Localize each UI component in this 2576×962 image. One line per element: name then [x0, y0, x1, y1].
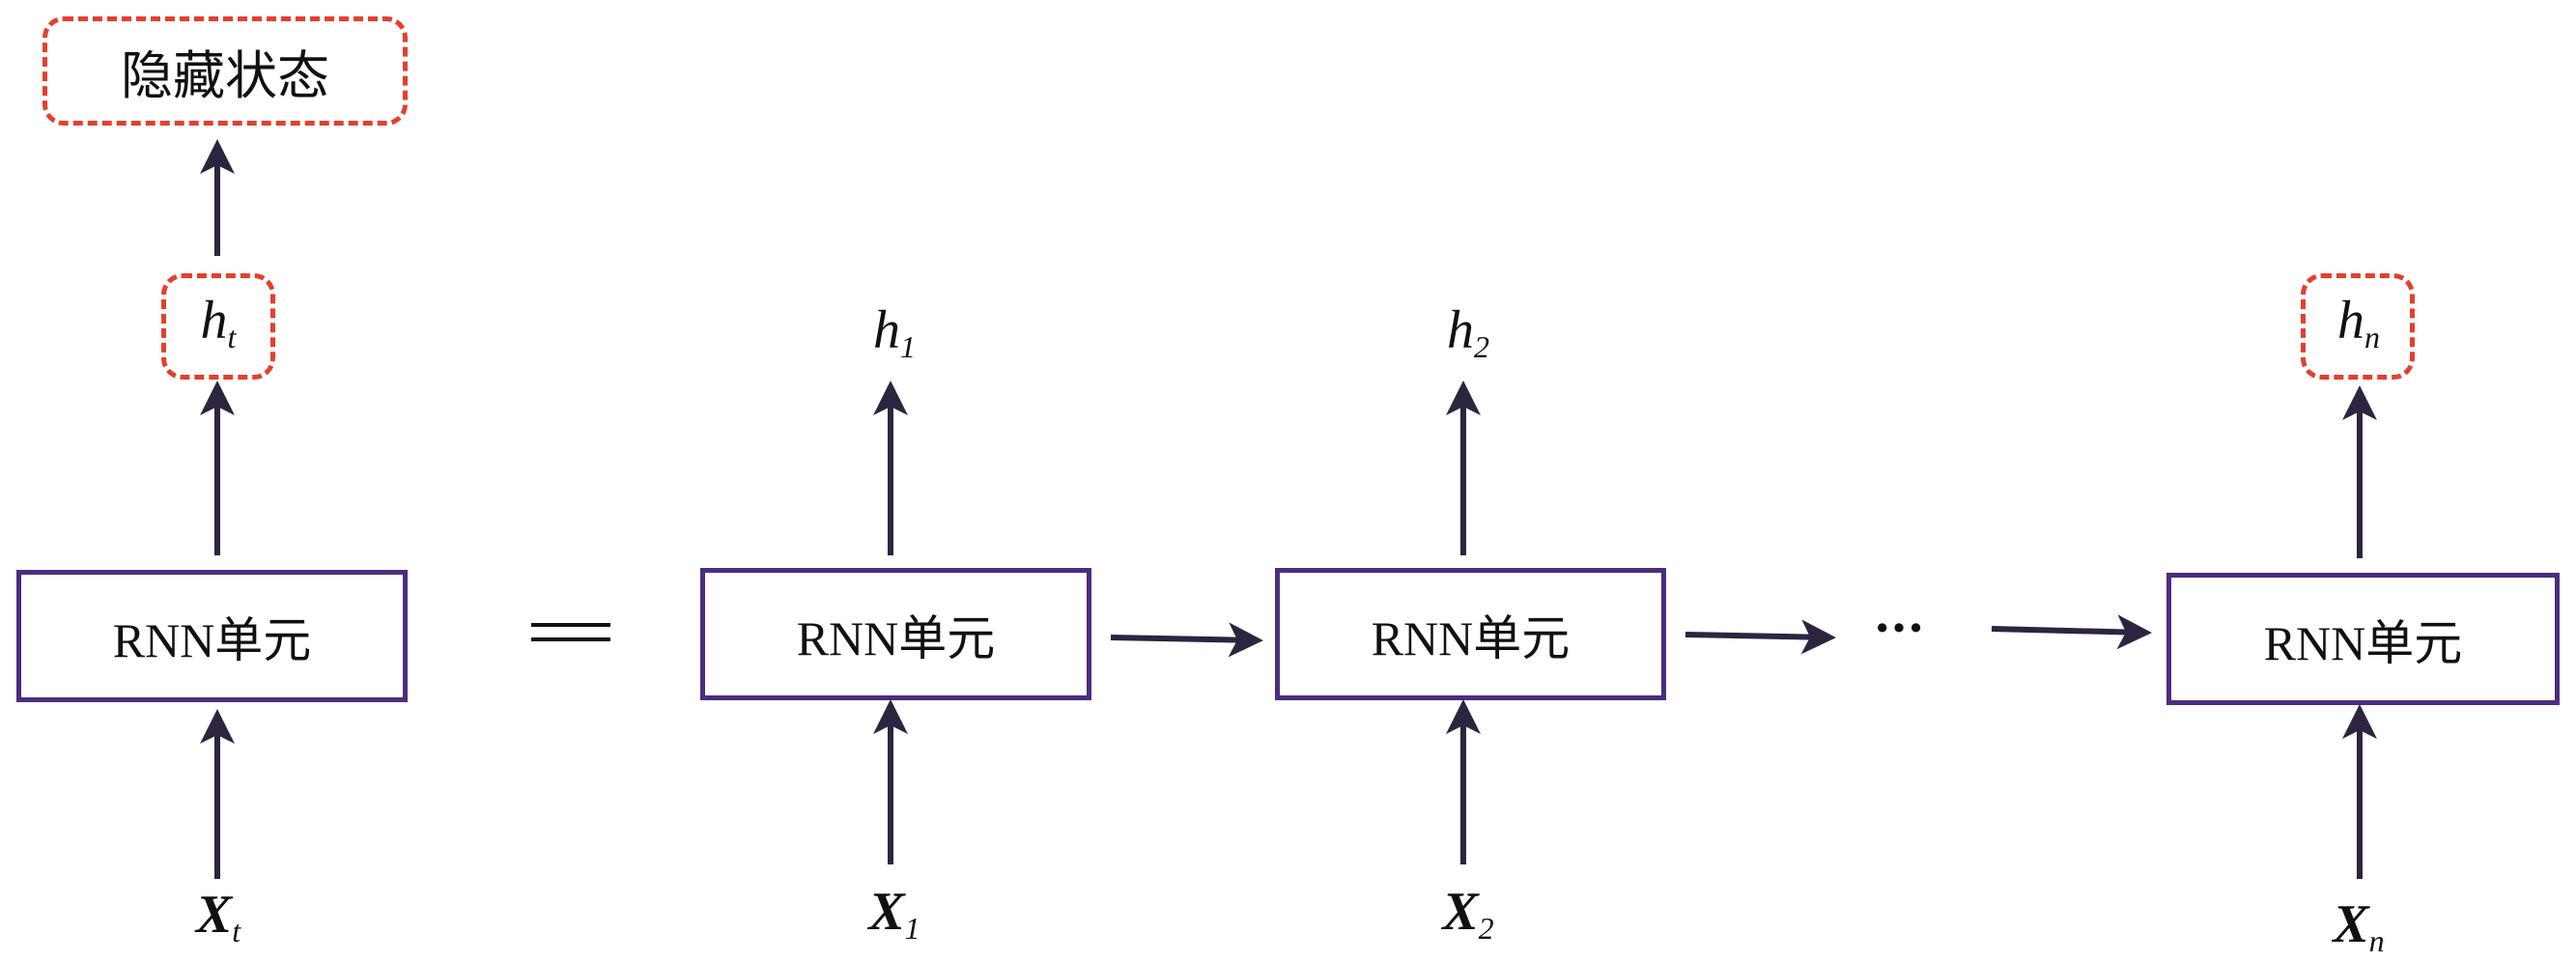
rnn-cell-folded: RNN单元 — [16, 570, 408, 702]
output-ht: ht — [200, 291, 237, 354]
hidden-state-label: 隐藏状态 — [121, 45, 329, 106]
output-hn: hn — [2337, 291, 2380, 354]
rnn-cell-2: RNN单元 — [1275, 568, 1666, 700]
arrow-cell1-to-cell2 — [1110, 622, 1263, 658]
equals-sign — [531, 623, 610, 641]
rnn-cell-1: RNN单元 — [700, 568, 1091, 700]
output-h2: h2 — [1447, 300, 1489, 364]
rnn-cell-n: RNN单元 — [2166, 573, 2560, 705]
input-xt: Xt — [195, 885, 241, 948]
arrow-cell2-to-ellipsis — [1684, 619, 1836, 655]
arrow-ellipsis-to-celln — [1991, 614, 2152, 650]
input-x2: X2 — [1442, 882, 1494, 946]
hidden-state-box: 隐藏状态 — [42, 16, 408, 126]
hn-highlight-box — [2301, 273, 2415, 380]
ellipsis: ··· — [1874, 599, 1925, 656]
input-xn: Xn — [2333, 894, 2385, 958]
input-x1: X1 — [868, 882, 920, 946]
ht-highlight-box — [161, 273, 275, 380]
output-h1: h1 — [873, 300, 916, 364]
